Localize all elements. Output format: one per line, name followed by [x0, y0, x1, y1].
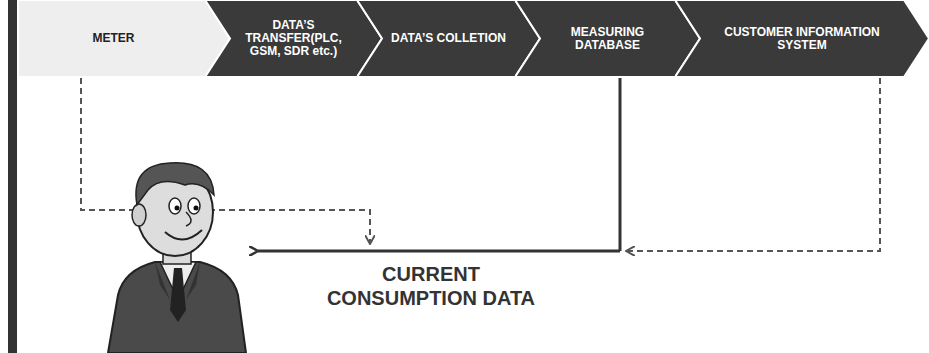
database-line: [619, 78, 622, 251]
chevron-label-area: DATA’S TRANSFER(PLC, GSM, SDR etc.): [234, 19, 353, 58]
meter-dashed-line: [81, 78, 370, 244]
step-label: DATA’S COLLETION: [386, 32, 511, 45]
side-bar: [8, 0, 17, 353]
chevron-label-area: MEASURING DATABASE: [544, 26, 671, 52]
step-label: DATA’S TRANSFER(PLC, GSM, SDR etc.): [234, 19, 353, 58]
process-chevron: DATA’S TRANSFER(PLC, GSM, SDR etc.): [205, 0, 382, 77]
step-label: MEASURING DATABASE: [544, 26, 671, 52]
process-chevron: MEASURING DATABASE: [515, 0, 700, 77]
consumption-arrow: [258, 250, 620, 253]
process-chevron: DATA’S COLLETION: [357, 0, 540, 77]
flow-caption: CURRENT CONSUMPTION DATA: [315, 262, 547, 310]
cis-dashed-line: [626, 78, 880, 251]
chevron-label-area: CUSTOMER INFORMATION SYSTEM: [704, 26, 900, 52]
step-label: METER: [26, 32, 201, 45]
process-chevron: METER: [18, 0, 230, 77]
process-chevron: CUSTOMER INFORMATION SYSTEM: [675, 0, 929, 77]
chevron-label-area: METER: [26, 32, 201, 45]
step-label: CUSTOMER INFORMATION SYSTEM: [704, 26, 900, 52]
chevron-label-area: DATA’S COLLETION: [386, 32, 511, 45]
